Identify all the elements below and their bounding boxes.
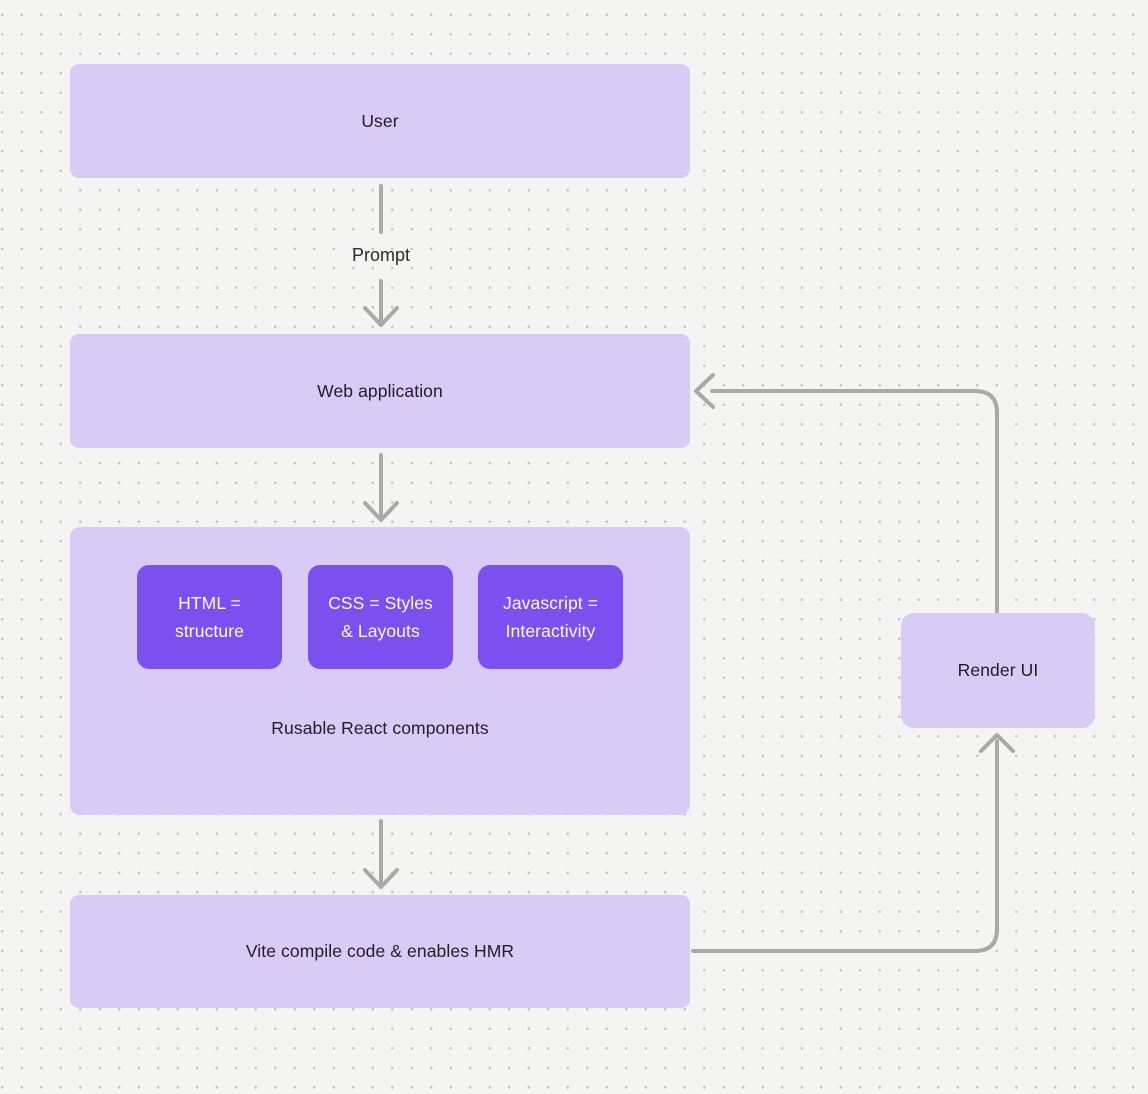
arrowhead-down-components [363, 501, 399, 522]
node-vite-label: Vite compile code & enables HMR [245, 941, 515, 961]
node-vite[interactable]: Vite compile code & enables HMR [70, 895, 690, 1008]
node-html-label: HTML = structure [175, 592, 244, 641]
node-css-label: CSS = Styles & Layouts [328, 592, 433, 641]
node-web-application-label: Web application [317, 380, 443, 401]
edge-vite-renderui [691, 739, 999, 953]
arrowhead-left-webapp [694, 373, 715, 409]
components-group-caption: Rusable React components [271, 718, 489, 738]
edge-renderui-webapp [710, 389, 999, 615]
node-user[interactable]: User [70, 64, 690, 178]
arrowhead-down-vite [363, 868, 399, 889]
node-web-application[interactable]: Web application [70, 334, 690, 448]
arrowhead-down-webapp [363, 306, 399, 327]
node-render-ui[interactable]: Render UI [901, 613, 1095, 728]
node-components-group[interactable]: HTML = structure CSS = Styles & Layouts … [70, 527, 690, 815]
node-css[interactable]: CSS = Styles & Layouts [308, 565, 453, 669]
arrowhead-up-renderui [979, 733, 1015, 753]
node-javascript-label: Javascript = Interactivity [502, 592, 599, 641]
node-javascript[interactable]: Javascript = Interactivity [478, 565, 623, 669]
node-render-ui-label: Render UI [957, 660, 1039, 680]
node-user-label: User [361, 110, 399, 131]
edge-label-prompt: Prompt [351, 245, 411, 265]
node-html[interactable]: HTML = structure [137, 565, 282, 669]
